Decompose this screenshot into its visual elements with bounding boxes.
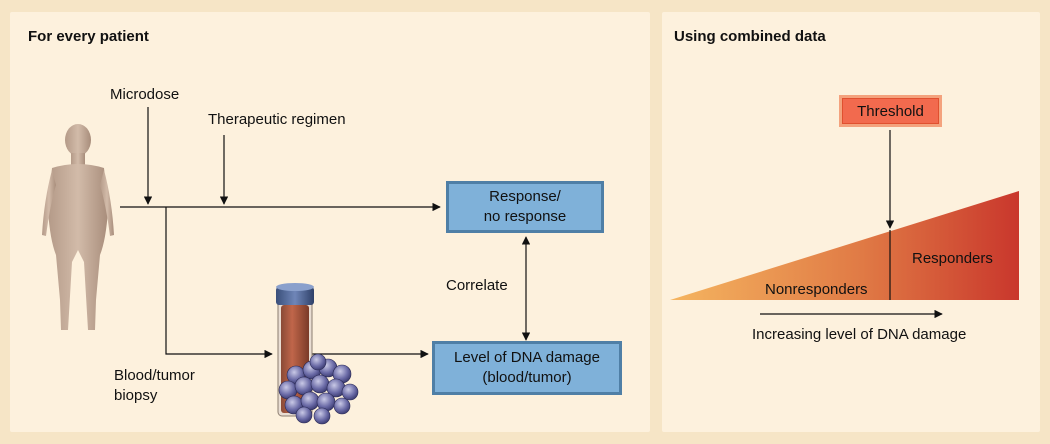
correlate-label: Correlate — [446, 277, 508, 294]
therapeutic-regimen-label: Therapeutic regimen — [208, 111, 346, 128]
threshold-box: Threshold — [839, 95, 942, 127]
tumor-cells-icon — [278, 353, 359, 425]
biopsy-arrow — [165, 207, 273, 359]
response-box-line1: Response/ — [489, 188, 561, 205]
biopsy-label-line2: biopsy — [114, 387, 158, 404]
dna-damage-box: Level of DNA damage (blood/tumor) — [432, 341, 622, 395]
dna-damage-box-line1: Level of DNA damage — [454, 349, 600, 366]
increasing-dna-damage-label: Increasing level of DNA damage — [752, 326, 967, 343]
nonresponders-label: Nonresponders — [765, 281, 868, 298]
biopsy-label-line1: Blood/tumor — [114, 367, 195, 384]
patient-panel-title: For every patient — [28, 28, 149, 45]
threshold-label: Threshold — [857, 102, 924, 120]
dna-damage-box-line2: (blood/tumor) — [482, 369, 572, 386]
combined-data-panel-title: Using combined data — [674, 28, 826, 45]
response-box: Response/ no response — [446, 181, 604, 233]
response-box-line2: no response — [483, 208, 567, 225]
dna-damage-wedge — [670, 191, 1019, 300]
responders-label: Responders — [912, 250, 993, 267]
human-figure-icon — [42, 124, 114, 330]
microdose-label: Microdose — [110, 86, 180, 103]
